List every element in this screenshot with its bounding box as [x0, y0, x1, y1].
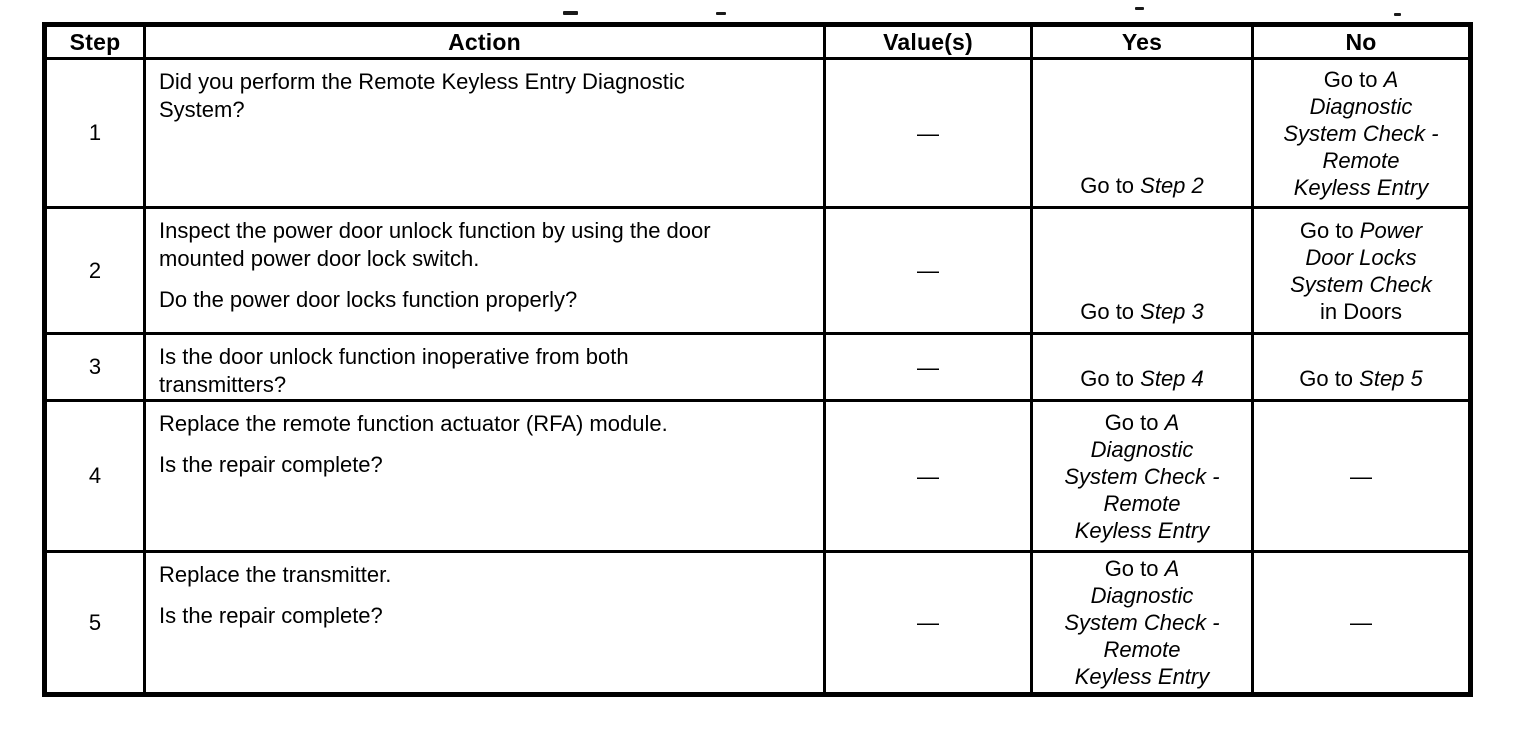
step-cell: 5 [47, 553, 143, 692]
goto-line: System Check - [1064, 610, 1220, 635]
goto-line: Keyless Entry [1293, 174, 1429, 200]
col-header-action: Action [146, 27, 823, 57]
goto-line: System Check [1290, 271, 1432, 297]
no-dash: — [1350, 610, 1372, 635]
action-paragraph: Is the repair complete? [159, 602, 809, 630]
no-cell: Go to A Diagnostic System Check - Remote… [1254, 60, 1468, 206]
yes-cell: Go to Step 2 [1033, 60, 1251, 206]
action-paragraph: Do the power door locks function properl… [159, 286, 809, 314]
no-cell: Go to Step 5 [1254, 335, 1468, 399]
goto-line: Remote [1103, 637, 1181, 662]
action-line: Replace the transmitter. [159, 562, 392, 587]
yes-cell: Go to Step 3 [1033, 209, 1251, 332]
step-number: 2 [88, 257, 102, 283]
yes-cell: Go to A Diagnostic System Check - Remote… [1033, 402, 1251, 550]
step-cell: 3 [47, 335, 143, 399]
action-line: transmitters? [159, 372, 287, 397]
step-cell: 1 [47, 60, 143, 206]
step-cell: 4 [47, 402, 143, 550]
col-header-step: Step [47, 27, 143, 57]
action-line: Is the repair complete? [159, 452, 383, 477]
value-dash: — [917, 610, 939, 635]
no-cell: — [1254, 402, 1468, 550]
step-number: 4 [88, 463, 102, 488]
action-cell: Replace the remote function actuator (RF… [146, 402, 823, 550]
action-line: Is the door unlock function inoperative … [159, 344, 629, 369]
value-cell: — [826, 553, 1030, 692]
action-paragraph: Replace the transmitter. [159, 561, 809, 589]
action-cell: Replace the transmitter. Is the repair c… [146, 553, 823, 692]
goto-line: Go to Power [1299, 217, 1423, 243]
col-header-no: No [1254, 27, 1468, 57]
action-line: Is the repair complete? [159, 603, 383, 628]
goto-line: Go to A [1104, 556, 1180, 581]
goto-line: in Doors [1320, 298, 1402, 324]
value-cell: — [826, 60, 1030, 206]
goto-line: Keyless Entry [1074, 664, 1210, 689]
scan-artifact [1135, 7, 1144, 10]
goto-line: System Check - [1064, 463, 1220, 489]
yes-cell: Go to A Diagnostic System Check - Remote… [1033, 553, 1251, 692]
value-cell: — [826, 209, 1030, 332]
no-cell: — [1254, 553, 1468, 692]
goto-line: Go to A [1323, 66, 1399, 92]
step-number: 5 [88, 609, 102, 635]
no-cell: Go to Power Door Locks System Check in D… [1254, 209, 1468, 332]
action-line: System? [159, 97, 245, 122]
action-paragraph: Replace the remote function actuator (RF… [159, 410, 809, 438]
action-paragraph: Did you perform the Remote Keyless Entry… [159, 68, 809, 124]
scan-artifact [716, 12, 726, 15]
goto-line: Keyless Entry [1074, 517, 1210, 543]
value-dash: — [917, 354, 939, 380]
yes-cell: Go to Step 4 [1033, 335, 1251, 399]
goto-line: Diagnostic [1309, 93, 1413, 119]
value-dash: — [917, 463, 939, 489]
action-paragraph: Is the repair complete? [159, 451, 809, 479]
action-line: mounted power door lock switch. [159, 246, 480, 271]
action-cell: Did you perform the Remote Keyless Entry… [146, 60, 823, 206]
no-dash: — [1350, 463, 1372, 489]
goto-line: Go to Step 4 [1080, 366, 1204, 391]
action-line: Did you perform the Remote Keyless Entry… [159, 69, 685, 94]
value-dash: — [917, 258, 939, 283]
goto-line: Diagnostic [1090, 436, 1194, 462]
goto-line: Diagnostic [1090, 583, 1194, 608]
action-paragraph: Is the door unlock function inoperative … [159, 343, 809, 399]
goto-line: Remote [1322, 147, 1400, 173]
value-cell: — [826, 402, 1030, 550]
col-header-values: Value(s) [826, 27, 1030, 57]
goto-line: Remote [1103, 490, 1181, 516]
action-cell: Is the door unlock function inoperative … [146, 335, 823, 399]
step-cell: 2 [47, 209, 143, 332]
goto-line: System Check - [1283, 120, 1439, 146]
goto-line: Door Locks [1305, 244, 1417, 270]
action-line: Replace the remote function actuator (RF… [159, 411, 668, 436]
action-line: Do the power door locks function properl… [159, 287, 578, 312]
goto-line: Go to Step 5 [1299, 366, 1423, 391]
action-paragraph: Inspect the power door unlock function b… [159, 217, 809, 273]
diagnostic-steps-table: Step Action Value(s) Yes No 1 Did you pe… [42, 22, 1473, 697]
goto-line: Go to Step 2 [1080, 173, 1204, 198]
value-dash: — [917, 120, 939, 146]
col-header-yes: Yes [1033, 27, 1251, 57]
step-number: 1 [88, 120, 102, 145]
action-line: Inspect the power door unlock function b… [159, 218, 711, 243]
goto-line: Go to A [1104, 409, 1180, 435]
scan-artifact [1394, 13, 1401, 16]
step-number: 3 [88, 354, 102, 379]
scan-artifact [563, 11, 578, 15]
value-cell: — [826, 335, 1030, 399]
action-cell: Inspect the power door unlock function b… [146, 209, 823, 332]
goto-line: Go to Step 3 [1080, 299, 1204, 324]
